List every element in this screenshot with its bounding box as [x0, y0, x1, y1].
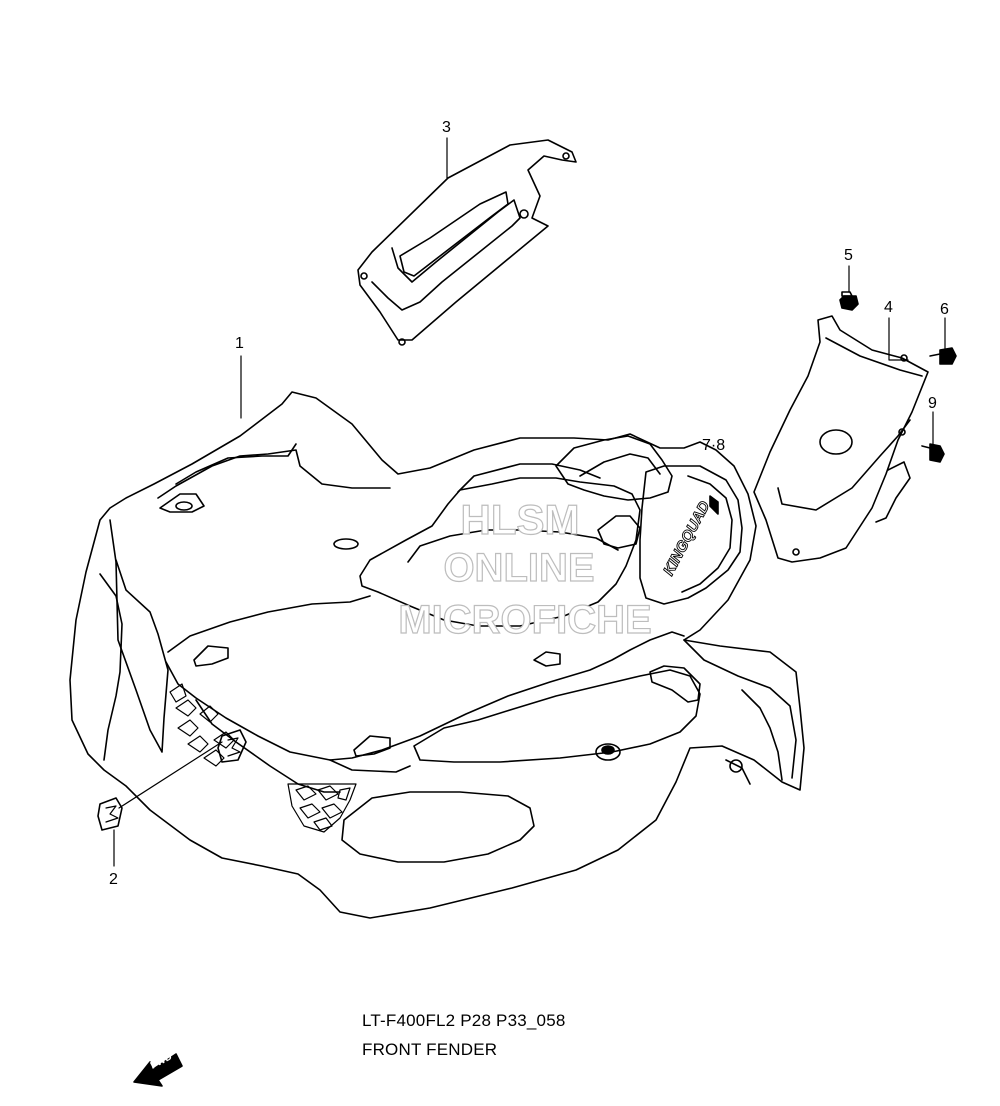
callout-6: 6 [940, 301, 949, 318]
callout-4: 4 [884, 299, 893, 316]
leader-lines [113, 137, 946, 867]
watermark-line-2: ONLINE [443, 545, 595, 590]
watermark-line-3: MICROFICHE [398, 597, 653, 642]
callout-3: 3 [442, 119, 451, 136]
front-fender-part-1 [69, 391, 805, 919]
bolt-part-6 [929, 347, 957, 365]
callout-2: 2 [109, 871, 118, 888]
part-code: LT-F400FL2 P28 P33_058 [362, 1011, 566, 1030]
callout-7-8: 7·8 [702, 437, 726, 454]
callout-5: 5 [844, 247, 853, 264]
watermark-line-1: HLSM [460, 495, 580, 543]
callout-1: 1 [235, 335, 244, 352]
side-cover-part-4 [753, 315, 929, 563]
callout-9: 9 [928, 395, 937, 412]
inner-panel-part-3 [357, 139, 577, 346]
emblem-part-2 [97, 729, 247, 831]
diagram-title: FRONT FENDER [362, 1040, 498, 1059]
forward-arrow-icon [133, 1053, 183, 1087]
nut-part-5 [839, 291, 859, 311]
bolt-part-9 [921, 443, 945, 463]
